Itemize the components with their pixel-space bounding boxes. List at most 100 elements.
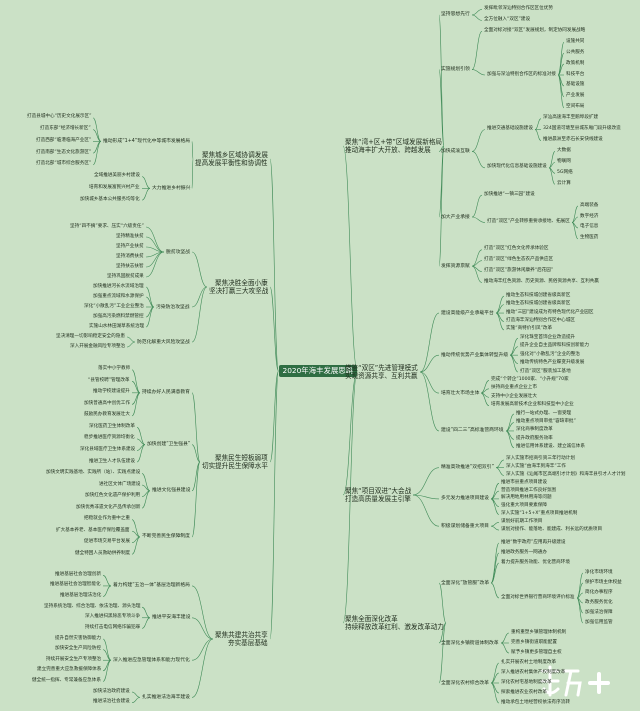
leaf-item[interactable]: 推动重点项目审批“容缺审批” <box>516 419 576 425</box>
branch-r1a[interactable]: 坚持思想先行 <box>441 12 470 18</box>
leaf-item[interactable]: 营造项目推进工作良好氛围 <box>501 487 557 493</box>
branch-l4c[interactable]: 深入推进应急管理体系和能力现代化 <box>113 657 190 663</box>
leaf-item[interactable]: 推进晨洲至赤石长安快线建设 <box>543 137 603 143</box>
leaf-item[interactable]: 推行一站式办理、一窗受理 <box>516 410 572 416</box>
leaf-item[interactable]: 加快优秀非遗文化产品传承创新 <box>76 504 141 510</box>
leaf-item[interactable]: 打造西部“临港临海产业区” <box>36 137 92 143</box>
leaf-item[interactable]: 推动“三园”建设成为有特色现代化产业园区 <box>506 309 594 315</box>
branch-r3b[interactable]: 多元发力推进项目建设 <box>441 496 489 502</box>
leaf-item[interactable]: 打造“双区”绿色生态农产品供应区 <box>484 257 554 263</box>
sub-branch[interactable]: 全面对标世界银行营商环境评价标准 <box>501 594 575 600</box>
branch-l2a[interactable]: 脱贫攻坚战 <box>166 249 190 255</box>
leaf-item[interactable]: 扶持商业重点企业上市 <box>491 385 537 391</box>
leaf-item[interactable]: 推进法治社会建设 <box>93 699 130 705</box>
branch-r1e[interactable]: 发挥资源禀赋 <box>441 263 470 269</box>
section-title-l1[interactable]: 聚焦城乡区域协调发展 <box>202 150 268 159</box>
branch-l3b[interactable]: 加快创建“卫生强县” <box>147 442 191 448</box>
leaf-item[interactable]: 健全统一指挥、专常兼备应急体系 <box>32 677 101 683</box>
leaf-item[interactable]: 打造北部“城市综合服务区” <box>36 161 92 167</box>
leaf-item[interactable]: 解决用地用林用海等问题 <box>501 495 552 501</box>
leaf-item[interactable]: 推动学校建设提升 <box>93 389 130 395</box>
leaf-item[interactable]: 推进政务服务一网通办 <box>501 549 547 555</box>
sub-branch[interactable]: 加快现代化信息基础设施建设 <box>487 164 547 170</box>
leaf-item[interactable]: 提升自然灾害防御能力 <box>55 635 101 641</box>
leaf-item[interactable]: 政务服务优化 <box>585 599 613 605</box>
leaf-item[interactable]: 政策机制 <box>566 60 585 66</box>
leaf-item[interactable]: 深入实施《汕尾市区高端引才计划》和海丰县引才人才计划 <box>506 472 626 477</box>
branch-r1c[interactable]: 加快成渝互联 <box>441 148 470 154</box>
branch-l3c[interactable]: 推进文化强县建设 <box>152 488 191 494</box>
branch-r1b[interactable]: 实施规划引领 <box>441 67 470 73</box>
leaf-item[interactable]: 打造“双区”红色文化传承体验区 <box>484 246 549 252</box>
leaf-item[interactable]: 坚持扶志扶智 <box>116 263 144 269</box>
leaf-item[interactable]: 扎实开展农村土地制度改革 <box>501 659 557 665</box>
leaf-item[interactable]: 设施共同 <box>566 38 585 44</box>
sub-branch[interactable]: 打造“双区”产业转移重要承接地、拓展区 <box>487 218 570 224</box>
leaf-item[interactable]: 深化医药卫生体制改革 <box>89 423 135 429</box>
leaf-item[interactable]: 坚持“四不摘”要求、压实“六级责任” <box>70 223 144 229</box>
section-title-l1[interactable]: 提高发展平衡性和协调性 <box>195 158 268 167</box>
section-title-r3[interactable]: 打造高质量发展主引擎 <box>345 494 411 503</box>
leaf-item[interactable]: 支持中小企业发展壮大 <box>491 393 537 399</box>
branch-l4a[interactable]: 着力构建“五治一体”基层治理新格局 <box>113 583 190 589</box>
leaf-item[interactable]: 空间布局 <box>566 104 585 110</box>
leaf-item[interactable]: 坚持巩固脱贫成果 <box>107 273 144 279</box>
leaf-item[interactable]: 深入推进扫黑除恶专项斗争 <box>85 614 141 620</box>
leaf-item[interactable]: 公共服务 <box>566 49 585 55</box>
leaf-item[interactable]: 推进基层社会治理创新 <box>55 571 101 577</box>
leaf-item[interactable]: 全域推进美丽乡村建设 <box>94 173 140 179</box>
leaf-item[interactable]: 进社区文体广场建设 <box>99 481 141 487</box>
leaf-item[interactable]: 打造南部“生态文化旅游区” <box>36 149 92 155</box>
leaf-item[interactable]: 提升企业自主品牌和科技创新能力 <box>520 343 589 349</box>
leaf-item[interactable]: 推进信用体系建设、建立诚信体系 <box>516 444 585 450</box>
branch-r3c[interactable]: 积极谋划储备重大项目 <box>441 523 489 529</box>
branch-r1d[interactable]: 加大产业承接 <box>441 214 470 220</box>
leaf-item[interactable]: 探索推进农业农村改革 <box>501 689 547 695</box>
section-title-r1[interactable]: 聚焦“湾+区+带”区域发展新格局 <box>345 137 443 146</box>
leaf-item[interactable]: 发挥毗邻深汕特别合作区区位优势 <box>484 5 553 11</box>
leaf-item[interactable]: 推动生态科技城创建省级高新区 <box>506 292 571 298</box>
branch-r4a[interactable]: 全面深化“放管服”改革 <box>441 580 490 586</box>
branch-r4b[interactable]: 全面深化乡镇街道体制改革 <box>441 640 499 646</box>
leaf-item[interactable]: 健全特困人员救助供养制度 <box>75 550 131 556</box>
leaf-item[interactable]: 重构重塑乡镇管理体制机制 <box>511 629 567 635</box>
leaf-item[interactable]: 推动传统特色产业蝶变升级发展 <box>520 360 585 366</box>
leaf-item[interactable]: 推动生态科技城创建省级高新区 <box>506 301 571 307</box>
leaf-item[interactable]: 打造“双区”服装加工基地 <box>520 368 571 374</box>
section-title-l3[interactable]: 切实提升民生保障水平 <box>202 461 268 470</box>
section-title-l3[interactable]: 聚焦民生短板弱项 <box>215 453 268 462</box>
section-title-l4[interactable]: 聚焦共建共治共享 <box>215 630 268 639</box>
leaf-item[interactable]: 深入实施“由海丰到海丰”工作 <box>506 464 566 470</box>
leaf-item[interactable]: 打造“双区”旅游休闲康养“后花园” <box>484 268 554 274</box>
leaf-item[interactable]: 加快城乡基本公共服务均等化 <box>80 196 140 202</box>
leaf-item[interactable]: 完善乡镇街道职能配置 <box>511 639 557 645</box>
sub-branch[interactable]: 加强与深汕特别合作区的标准对接 <box>487 71 556 77</box>
leaf-item[interactable]: 加快文明实践基地、实践所（站）、实践点建设 <box>46 470 141 476</box>
leaf-item[interactable]: 保护市场主体权益 <box>585 579 622 585</box>
leaf-item[interactable]: 推动承包土地经营权依法有序流转 <box>501 699 570 705</box>
branch-l1a[interactable]: 推动形成“1+4”现代化中等城市发展格局 <box>103 138 191 144</box>
leaf-item[interactable]: 加快推进河长水流域治理 <box>93 283 144 289</box>
leaf-item[interactable]: 推进“数字政府”应用再升级建设 <box>501 539 566 545</box>
leaf-item[interactable]: 提升政府服务效率 <box>516 435 553 441</box>
leaf-item[interactable]: 深化珠宝首饰企业改造提升 <box>520 334 576 340</box>
section-title-l2[interactable]: 聚焦决胜全面小康 <box>215 278 268 287</box>
sub-branch[interactable]: 推进交通基础设施建设 <box>487 126 533 132</box>
leaf-item[interactable]: 推进卫生人才队伍建设 <box>89 458 135 464</box>
branch-r2a[interactable]: 建设高能级产业承载平台 <box>441 310 494 316</box>
leaf-item[interactable]: 推进市县重点项目建设 <box>501 479 547 485</box>
leaf-item[interactable]: 科技平台 <box>566 71 585 77</box>
leaf-item[interactable]: 强化对“小散乱污”企业的整治 <box>520 351 580 357</box>
leaf-item[interactable]: 谋划好前期工作项目 <box>501 518 543 524</box>
leaf-item[interactable]: 促进市场交易平台发展 <box>84 539 130 545</box>
leaf-item[interactable]: 培育和发展富民兴村产业 <box>89 184 140 190</box>
leaf-item[interactable]: 实施山水林田湖草系统治理 <box>89 323 145 329</box>
leaf-item[interactable]: 5G网络 <box>557 169 573 175</box>
leaf-item[interactable]: 简化办事程序 <box>585 589 613 595</box>
leaf-item[interactable]: 持续打击电信网络诈骗犯罪 <box>85 624 141 630</box>
branch-r2d[interactable]: 建设“四二三”高标准营商环境 <box>441 428 504 434</box>
leaf-item[interactable]: 324国道可塘至县城东厢门段升级改造 <box>543 126 621 132</box>
leaf-item[interactable]: 坚持产业扶贫 <box>116 243 144 249</box>
section-title-r2[interactable]: 借鉴“双区”先进管理模式 <box>345 363 418 372</box>
branch-l2b[interactable]: 污染防治攻坚战 <box>156 304 190 310</box>
